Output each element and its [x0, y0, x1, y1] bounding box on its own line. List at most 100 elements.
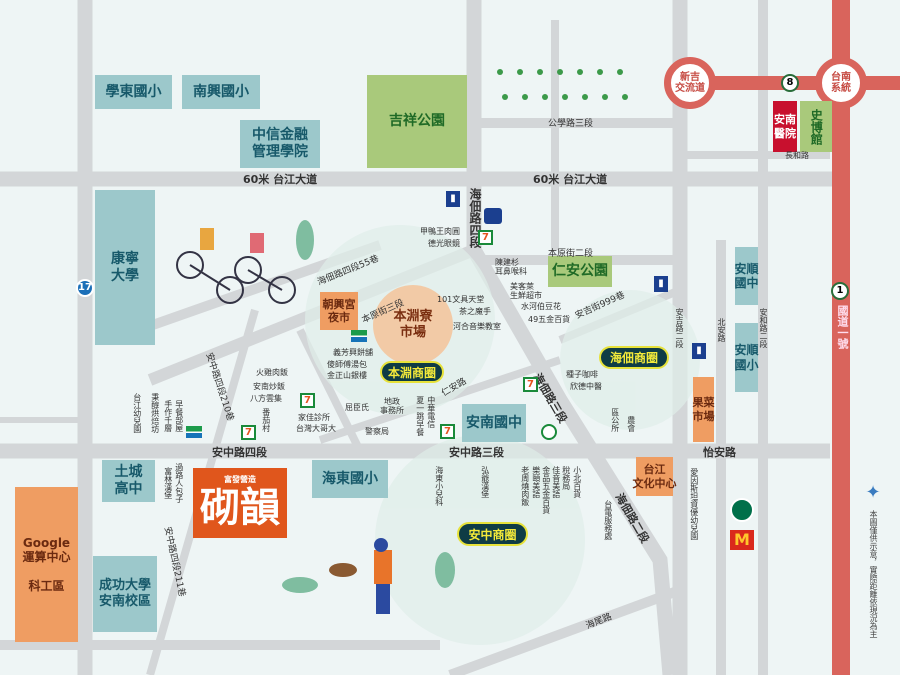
anshun-elementary: 安順 國小	[735, 323, 759, 392]
mcdonalds-icon: M	[730, 530, 754, 550]
road-haiwei	[448, 585, 682, 675]
interchange-xinji: 新吉 交流道	[664, 57, 716, 109]
cyclists-illustration	[176, 228, 296, 304]
poi: 美客萊 生鮮超市	[510, 282, 542, 300]
xuedong-elementary: 學東國小	[95, 75, 172, 109]
ctbc-university: 中信金融 管理學院	[240, 120, 320, 168]
road-label-anzhong3: 安中路三段	[449, 446, 504, 459]
poi: 中華電信	[426, 396, 436, 428]
dog-walker-illustration	[329, 538, 392, 614]
poi: 農會	[626, 416, 636, 432]
seven-eleven-icon: 7	[300, 393, 315, 408]
poi: 台灣大哥大	[296, 424, 336, 433]
road-label-taijiang-w: 60米 台江大道	[243, 173, 318, 186]
poi: 金正山銀樓	[327, 371, 367, 380]
road-label-beian: 北安路	[717, 318, 726, 342]
anshun-junior-high: 安順 國中	[735, 247, 759, 305]
parking-icon: ▮	[446, 191, 460, 207]
renan-park: 仁安公園	[548, 256, 612, 287]
seven-eleven-icon: 7	[241, 425, 256, 440]
nanxing-elementary: 南興國小	[182, 75, 260, 109]
poi: 八方雲集	[250, 394, 282, 403]
poi: 過路人包子	[174, 463, 184, 503]
poi: 101文具天堂	[437, 295, 485, 304]
pxmart-icon	[484, 208, 502, 224]
poi: 河合音樂教室	[453, 322, 501, 331]
road-label-gongxue3: 公學路三段	[548, 119, 594, 129]
poi: 金品五金百貨	[541, 466, 551, 514]
highway-8-shield-icon: 8	[781, 74, 799, 92]
parking-icon: ▮	[654, 276, 668, 292]
poi: 欣德中醫	[570, 382, 602, 391]
interchange-label: 新吉 交流道	[675, 71, 705, 95]
poi: 德光眼鏡	[428, 239, 460, 248]
highway-17-shield-icon: 17	[76, 279, 94, 297]
poi: 家佳診所	[298, 413, 330, 422]
poi: 警察局	[365, 427, 389, 436]
parking-icon: ▮	[692, 343, 706, 359]
poi: 火雞肉飯	[256, 368, 288, 377]
road-label-benyuan2: 本原街二段	[548, 249, 594, 259]
poi: 弘爺漢堡	[480, 466, 490, 498]
seven-eleven-icon: 7	[440, 424, 455, 439]
starbucks-icon	[730, 498, 754, 522]
poi: 傻師傅湯包	[327, 360, 367, 369]
project-name: 砌韻	[200, 483, 280, 531]
poi: 手作千層	[163, 400, 173, 432]
ncku-annan-campus: 成功大學 安南校區	[93, 556, 157, 632]
project-marker: 富發營造 砌韻	[193, 468, 287, 538]
poi: 海東小兒科	[434, 466, 444, 506]
tucheng-high: 土城 高中	[102, 460, 155, 502]
poi: 愛因斯坦資優幼兒園	[689, 468, 699, 540]
poi: 甲鴨王肉圓	[420, 227, 460, 236]
road-label-anzhong4: 安中路四段	[212, 446, 267, 459]
chaoxing-night-market: 朝興宮 夜市	[320, 292, 358, 330]
poi: 小北百貨	[572, 466, 582, 498]
poi: 茶之魔手	[459, 307, 491, 316]
history-museum: 史博館	[800, 101, 832, 152]
poi: 台電服務處	[603, 500, 613, 540]
kangning-university: 康寧 大學	[95, 190, 155, 345]
poi: 早餐部屋	[174, 400, 184, 432]
poi: 台江幼兒園	[132, 393, 142, 433]
post-office-icon	[541, 424, 557, 440]
poi: 種子咖啡	[566, 370, 598, 379]
jixiang-park: 吉祥公園	[367, 75, 467, 168]
annan-junior-high: 安南國中	[462, 404, 526, 442]
poi: 夏一跳早餐	[415, 396, 425, 436]
project-tagline: 富發營造	[224, 475, 256, 485]
farm-icons	[497, 69, 628, 100]
poi: 佳音美語	[551, 466, 561, 498]
poi: 義芳興餅舖	[333, 348, 373, 357]
haidong-elementary: 海東國小	[312, 460, 388, 498]
poi: 陳建杉 耳鼻喉科	[495, 258, 527, 276]
poi: 地政 事務所	[380, 397, 404, 415]
benyuanliao-market: 本淵寮 市場	[373, 285, 453, 365]
poi: 樂頤美語	[531, 466, 541, 498]
poi: 秉醇烘焙坊	[150, 393, 160, 433]
plant-illustrations	[282, 220, 455, 593]
annan-hospital: 安南 醫院	[773, 101, 797, 152]
haidian-district: 海佃商圈	[599, 346, 669, 369]
anzhong-district: 安中商圈	[457, 522, 528, 546]
road-haidian-diagonal	[467, 246, 678, 675]
road-label-anji2: 安吉路二段	[675, 308, 684, 348]
freeway-1-shield-icon: 1	[831, 282, 849, 300]
disclaimer: 本圖僅供示意，實際距離依現況為主	[869, 510, 878, 638]
road-label-yian: 怡安路	[703, 446, 736, 459]
fruit-vegetable-market: 果菜 市場	[693, 377, 715, 442]
poi: 安南炒飯	[253, 382, 285, 391]
road-label-taijiang-e: 60米 台江大道	[533, 173, 608, 186]
familymart-icon	[351, 330, 367, 342]
poi: 老周燒肉飯	[520, 466, 530, 506]
seven-eleven-icon: 7	[523, 377, 538, 392]
poi: 富林漢堡	[163, 467, 173, 499]
freeway-label: 國道一號	[836, 305, 849, 349]
road-label-anhe2: 安和路二段	[759, 308, 768, 348]
seven-eleven-icon: 7	[478, 230, 493, 245]
compass-icon: ✦	[865, 482, 881, 503]
interchange-label: 台南 系統	[831, 71, 851, 95]
poi: 水河伯豆花	[521, 302, 561, 311]
poi: 區公所	[610, 408, 620, 432]
road-label-changhe: 長和路	[785, 151, 809, 160]
